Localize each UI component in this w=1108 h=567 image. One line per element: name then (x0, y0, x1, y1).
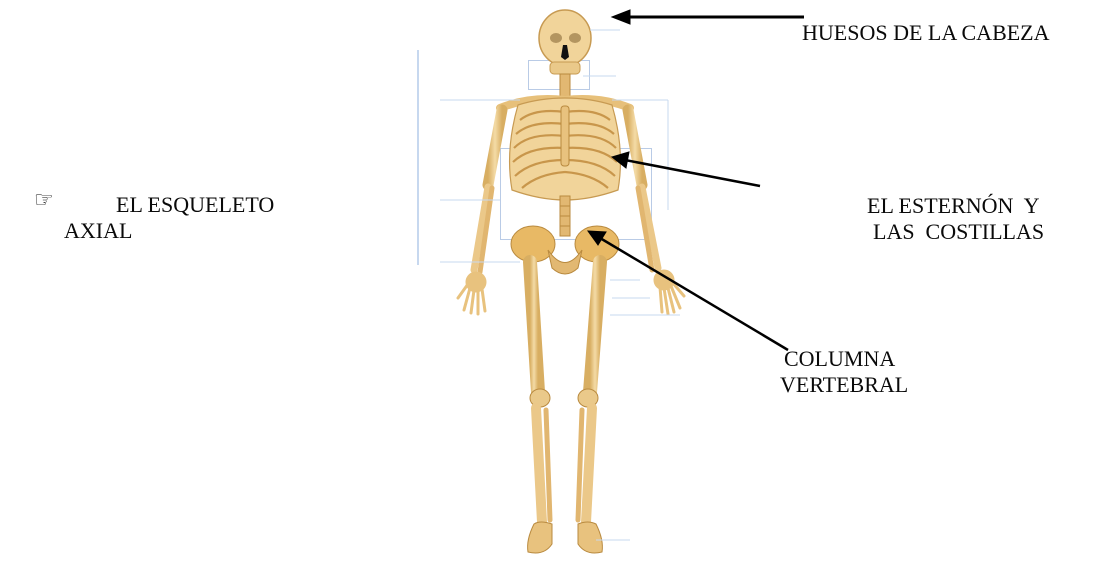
skull (539, 10, 591, 74)
arrow-to-spine (588, 231, 788, 350)
pointing-hand-icon: ☞ (34, 188, 54, 214)
label-spine: COLUMNA VERTEBRAL (780, 346, 908, 398)
sternum (561, 106, 569, 166)
label-sternum-line2: LAS COSTILLAS (867, 219, 1044, 245)
cervical-vertebrae (560, 74, 570, 98)
arrows (588, 10, 804, 350)
section-title: ☞ EL ESQUELETO AXIAL (40, 192, 274, 244)
rib-cage (510, 98, 621, 200)
spine (560, 196, 570, 236)
label-sternum-ribs: EL ESTERNÓN Y LAS COSTILLAS (867, 193, 1044, 245)
label-sternum-line1: EL ESTERNÓN Y (867, 193, 1044, 219)
feet (528, 522, 603, 553)
section-title-line2: AXIAL (40, 218, 274, 244)
label-spine-line1: COLUMNA (780, 346, 908, 372)
label-head-bones: HUESOS DE LA CABEZA (802, 20, 1050, 46)
label-spine-line2: VERTEBRAL (780, 372, 908, 398)
legs (530, 262, 600, 522)
section-title-line1: EL ESQUELETO (40, 192, 274, 218)
hands (458, 271, 684, 314)
arrow-to-skull (612, 10, 804, 24)
